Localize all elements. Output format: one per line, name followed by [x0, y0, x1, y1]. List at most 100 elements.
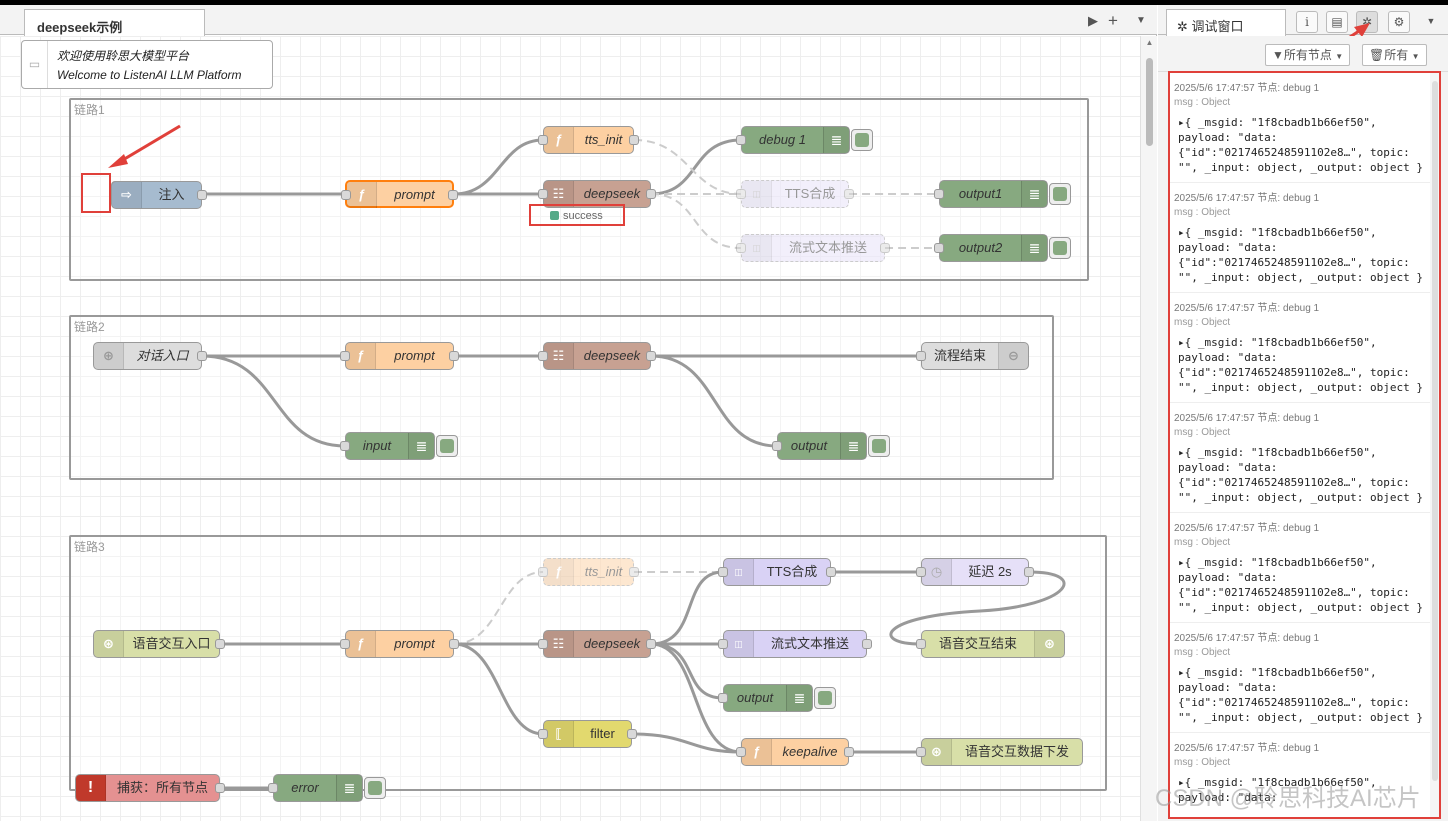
- output-port[interactable]: [844, 747, 854, 757]
- message-body[interactable]: ▸{ _msgid: "1f8cbadb1b66ef50", payload: …: [1174, 665, 1436, 725]
- expand-arrow-icon[interactable]: ▸: [1178, 336, 1185, 349]
- input-port[interactable]: [772, 441, 782, 451]
- sidebar-menu-chevron-down-icon[interactable]: ▼: [1426, 16, 1436, 26]
- input-port[interactable]: [718, 693, 728, 703]
- debug-toggle-button[interactable]: [868, 435, 890, 457]
- node-deepseek-2[interactable]: ☷ deepseek: [538, 342, 656, 370]
- book-icon[interactable]: ▤: [1326, 11, 1348, 33]
- node-catch-all[interactable]: ! 捕获：所有节点: [75, 774, 225, 802]
- message-body[interactable]: ▸{ _msgid: "1f8cbadb1b66ef50", payload: …: [1174, 225, 1436, 285]
- message-body[interactable]: ▸{ _msgid: "1f8cbadb1b66ef50", payload: …: [1174, 445, 1436, 505]
- node-tts-init[interactable]: ƒ tts_init: [538, 126, 639, 154]
- node-error-debug[interactable]: error ≣: [268, 774, 386, 802]
- canvas-vertical-scrollbar[interactable]: ▲: [1140, 36, 1157, 821]
- node-output2[interactable]: output2 ≣: [934, 234, 1071, 262]
- expand-arrow-icon[interactable]: ▸: [1178, 776, 1185, 789]
- node-output-3[interactable]: output ≣: [718, 684, 836, 712]
- node-voice-end[interactable]: 语音交互结束 ⊛: [916, 630, 1065, 658]
- input-port[interactable]: [916, 747, 926, 757]
- debug-toggle-button[interactable]: [851, 129, 873, 151]
- welcome-comment[interactable]: ▭ 欢迎使用聆思大模型平台 Welcome to ListenAI LLM Pl…: [21, 40, 273, 89]
- output-port[interactable]: [826, 567, 836, 577]
- filter-nodes-dropdown[interactable]: ▼所有节点 ▼: [1265, 44, 1351, 66]
- expand-arrow-icon[interactable]: ▸: [1178, 666, 1185, 679]
- debug-message[interactable]: 2025/5/6 17:47:57 节点: debug 1 msg : Obje…: [1170, 623, 1440, 733]
- node-delay[interactable]: ◷ 延迟 2s: [916, 558, 1034, 586]
- node-inject[interactable]: ⇨ 注入: [111, 181, 207, 209]
- node-filter[interactable]: ⟦ filter: [538, 720, 637, 748]
- input-port[interactable]: [736, 243, 746, 253]
- output-port[interactable]: [880, 243, 890, 253]
- output-port[interactable]: [449, 639, 459, 649]
- input-port[interactable]: [916, 351, 926, 361]
- expand-arrow-icon[interactable]: ▸: [1178, 116, 1185, 129]
- output-port[interactable]: [646, 351, 656, 361]
- output-port[interactable]: [646, 189, 656, 199]
- node-stream-push[interactable]: ◫ 流式文本推送: [736, 234, 890, 262]
- output-port[interactable]: [627, 729, 637, 739]
- node-debug-1[interactable]: debug 1 ≣: [736, 126, 873, 154]
- expand-arrow-icon[interactable]: ▸: [1178, 446, 1185, 459]
- message-body[interactable]: ▸{ _msgid: "1f8cbadb1b66ef50", payload: …: [1174, 335, 1436, 395]
- debug-message[interactable]: 2025/5/6 17:47:57 节点: debug 1 msg : Obje…: [1170, 183, 1440, 293]
- input-port[interactable]: [340, 351, 350, 361]
- output-port[interactable]: [197, 351, 207, 361]
- node-flow-end[interactable]: 流程结束 ⊖: [916, 342, 1029, 370]
- message-body[interactable]: ▸{ _msgid: "1f8cbadb1b66ef50", payload: …: [1174, 555, 1436, 615]
- node-prompt-3[interactable]: ƒ prompt: [340, 630, 459, 658]
- node-voice-entry[interactable]: ⊛ 语音交互入口: [93, 630, 225, 658]
- node-prompt[interactable]: ƒ prompt: [341, 180, 458, 208]
- input-port[interactable]: [340, 441, 350, 451]
- output-port[interactable]: [646, 639, 656, 649]
- input-port[interactable]: [538, 351, 548, 361]
- scroll-up-icon[interactable]: ▲: [1145, 38, 1154, 47]
- input-port[interactable]: [916, 639, 926, 649]
- node-output1[interactable]: output1 ≣: [934, 180, 1071, 208]
- flow-menu-chevron-down-icon[interactable]: ▼: [1136, 15, 1146, 26]
- input-port[interactable]: [934, 243, 944, 253]
- tab-debug[interactable]: ✲ 调试窗口: [1166, 9, 1286, 36]
- node-tts[interactable]: ◫ TTS合成: [736, 180, 854, 208]
- output-port[interactable]: [1024, 567, 1034, 577]
- input-port[interactable]: [736, 189, 746, 199]
- node-output-debug[interactable]: output ≣: [772, 432, 890, 460]
- node-voice-data-send[interactable]: ⊛ 语音交互数据下发: [916, 738, 1083, 766]
- node-tts-3[interactable]: ◫ TTS合成: [718, 558, 836, 586]
- output-port[interactable]: [629, 135, 639, 145]
- node-dialog-entry[interactable]: ⊕ 对话入口: [93, 342, 207, 370]
- input-port[interactable]: [916, 567, 926, 577]
- gear-icon[interactable]: ⚙: [1388, 11, 1410, 33]
- input-port[interactable]: [538, 135, 548, 145]
- input-port[interactable]: [268, 783, 278, 793]
- scrollbar-thumb[interactable]: [1432, 81, 1438, 781]
- add-flow-icon[interactable]: +: [1108, 11, 1118, 30]
- debug-message[interactable]: 2025/5/6 17:47:57 节点: debug 1 msg : Obje…: [1170, 73, 1440, 183]
- input-port[interactable]: [538, 189, 548, 199]
- debug-message[interactable]: 2025/5/6 17:47:57 节点: debug 1 msg : Obje…: [1170, 293, 1440, 403]
- debug-message-list[interactable]: 2025/5/6 17:47:57 节点: debug 1 msg : Obje…: [1170, 73, 1440, 818]
- debug-message[interactable]: 2025/5/6 17:47:57 节点: debug 1 msg : Obje…: [1170, 403, 1440, 513]
- debug-toggle-button[interactable]: [436, 435, 458, 457]
- message-list-scrollbar[interactable]: [1430, 73, 1440, 818]
- input-port[interactable]: [538, 567, 548, 577]
- input-port[interactable]: [736, 135, 746, 145]
- message-body[interactable]: ▸{ _msgid: "1f8cbadb1b66ef50", payload: …: [1174, 775, 1436, 805]
- input-port[interactable]: [340, 639, 350, 649]
- debug-toggle-button[interactable]: [1049, 183, 1071, 205]
- input-port[interactable]: [538, 729, 548, 739]
- node-deepseek-3[interactable]: ☷ deepseek: [538, 630, 656, 658]
- output-port[interactable]: [862, 639, 872, 649]
- debug-toggle-button[interactable]: [364, 777, 386, 799]
- debug-message[interactable]: 2025/5/6 17:47:57 节点: debug 1 msg : Obje…: [1170, 513, 1440, 623]
- node-input-debug[interactable]: input ≣: [340, 432, 458, 460]
- output-port[interactable]: [449, 351, 459, 361]
- node-stream-push-3[interactable]: ◫ 流式文本推送: [718, 630, 872, 658]
- expand-arrow-icon[interactable]: ▸: [1178, 556, 1185, 569]
- clear-dropdown[interactable]: 🗑所有 ▼: [1362, 44, 1427, 66]
- input-port[interactable]: [718, 639, 728, 649]
- expand-arrow-icon[interactable]: ▸: [1178, 226, 1185, 239]
- scrollbar-thumb[interactable]: [1146, 58, 1153, 146]
- output-port[interactable]: [448, 190, 458, 200]
- message-body[interactable]: ▸{ _msgid: "1f8cbadb1b66ef50", payload: …: [1174, 115, 1436, 175]
- debug-message[interactable]: 2025/5/6 17:47:57 节点: debug 1 msg : Obje…: [1170, 733, 1440, 818]
